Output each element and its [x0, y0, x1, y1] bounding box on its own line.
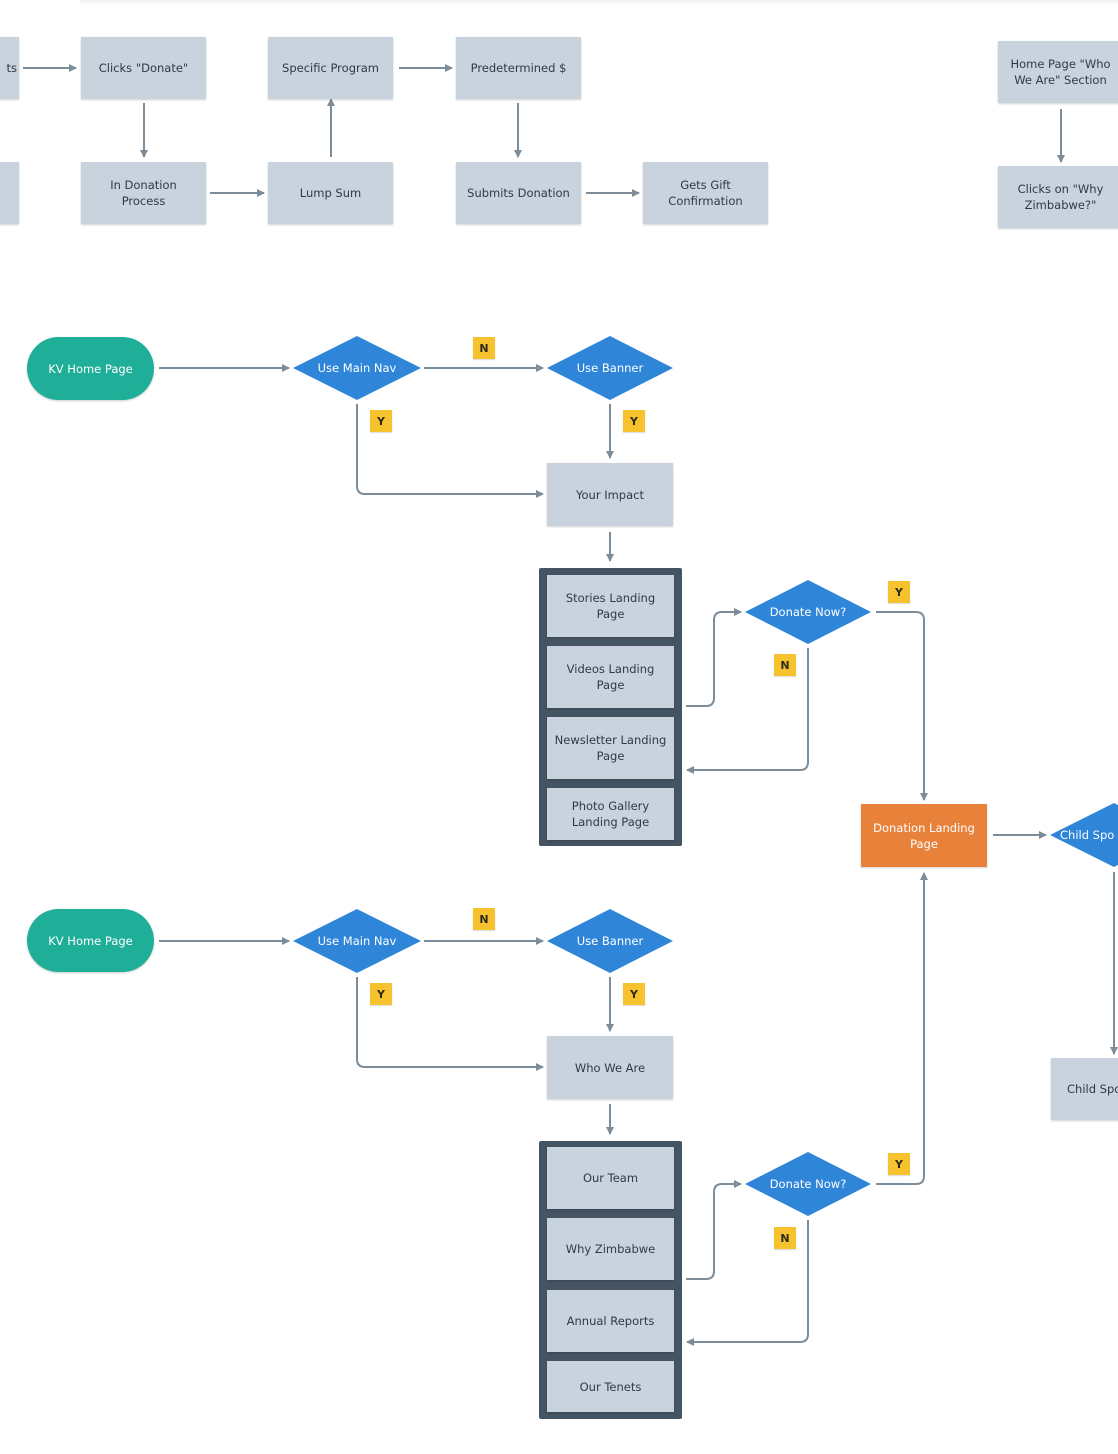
- box-in-donation-process: In Donation Process: [81, 162, 206, 224]
- tag-donate2-yes: Y: [888, 1153, 910, 1175]
- decision-donate-now-1-label: Donate Now?: [769, 605, 847, 619]
- tag-banner2-yes: Y: [623, 983, 645, 1005]
- box-clicks-why-zimbabwe-label: Clicks on "Why Zimbabwe?": [1017, 182, 1104, 212]
- box-child-sponsor: Child Spo: [1051, 1058, 1118, 1120]
- tag-nav1-yes: Y: [370, 410, 392, 432]
- box-predetermined-label: Predetermined $: [470, 61, 567, 75]
- box-your-impact-label: Your Impact: [576, 487, 644, 502]
- decision-banner-2: [547, 909, 673, 973]
- decision-banner-2-label: Use Banner: [576, 934, 644, 948]
- box-lump-sum: Lump Sum: [268, 162, 393, 224]
- top-strip: [80, 0, 1118, 6]
- box-predetermined: Predetermined $: [456, 37, 581, 99]
- box-submits-donation: Submits Donation: [456, 162, 581, 224]
- box-newsletter-landing-page: Newsletter Landing Page: [547, 717, 674, 779]
- decision-banner-1-label: Use Banner: [576, 361, 644, 375]
- terminal-kv-home-page-2-label: KV Home Page: [48, 933, 133, 948]
- box-donation-landing-page: Donation Landing Page: [861, 804, 987, 867]
- box-our-team-label: Our Team: [582, 1171, 639, 1185]
- decision-main-nav-2-label: Use Main Nav: [317, 934, 397, 948]
- box-photo-gallery-landing-page-label: Photo Gallery Landing Page: [571, 799, 650, 829]
- arrow-main-nav1-to-impact: [356, 404, 544, 498]
- terminal-kv-home-page-1: KV Home Page: [27, 337, 154, 400]
- box-home-who-we-are: Home Page "Who We Are" Section: [998, 41, 1118, 103]
- decision-main-nav-2: [293, 909, 421, 973]
- tag-banner1-yes: Y: [623, 410, 645, 432]
- arrow-donate1-yes-to-landing: [876, 611, 928, 801]
- decision-banner-1: [547, 336, 673, 400]
- box-videos-landing-page: Videos Landing Page: [547, 646, 674, 708]
- partial-box-top-left: ts: [0, 37, 19, 99]
- box-gets-gift-confirmation-label: Gets Gift Confirmation: [668, 178, 743, 208]
- box-submits-donation-label: Submits Donation: [467, 186, 570, 200]
- decision-donate-now-1: [745, 580, 871, 644]
- box-donation-landing-page-label: Donation Landing Page: [873, 820, 975, 851]
- box-videos-landing-page-label: Videos Landing Page: [566, 662, 655, 692]
- terminal-kv-home-page-1-label: KV Home Page: [48, 361, 133, 376]
- box-your-impact: Your Impact: [547, 463, 673, 526]
- tag-donate1-yes: Y: [888, 581, 910, 603]
- box-our-tenets: Our Tenets: [547, 1361, 674, 1412]
- box-gets-gift-confirmation: Gets Gift Confirmation: [643, 162, 768, 224]
- tag-nav1-no: N: [473, 337, 495, 359]
- box-specific-program-label: Specific Program: [282, 61, 379, 75]
- decision-child-sponsor: [1050, 803, 1118, 867]
- arrow-donate2-no-back: [686, 1220, 809, 1346]
- decision-donate-now-2: [745, 1152, 871, 1216]
- box-stories-landing-page: Stories Landing Page: [547, 575, 674, 637]
- tag-donate1-no: N: [774, 654, 796, 676]
- box-our-team: Our Team: [547, 1147, 674, 1209]
- box-home-who-we-are-label: Home Page "Who We Are" Section: [1010, 57, 1111, 87]
- box-why-zimbabwe-label: Why Zimbabwe: [565, 1242, 656, 1256]
- box-annual-reports: Annual Reports: [547, 1290, 674, 1352]
- partial-box-top-left-label: ts: [6, 61, 17, 75]
- box-who-we-are: Who We Are: [547, 1036, 673, 1099]
- box-lump-sum-label: Lump Sum: [299, 186, 362, 200]
- decision-donate-now-2-label: Donate Now?: [769, 1177, 847, 1191]
- box-who-we-are-label: Who We Are: [574, 1060, 646, 1075]
- box-newsletter-landing-page-label: Newsletter Landing Page: [554, 733, 667, 763]
- arrow-group1-to-donate: [686, 608, 742, 707]
- arrow-main-nav2-to-who: [356, 977, 544, 1071]
- box-clicks-why-zimbabwe: Clicks on "Why Zimbabwe?": [998, 166, 1118, 228]
- tag-donate2-no: N: [774, 1227, 796, 1249]
- box-photo-gallery-landing-page: Photo Gallery Landing Page: [547, 788, 674, 840]
- decision-main-nav-1: [293, 336, 421, 400]
- box-child-sponsor-label: Child Spo: [1067, 1082, 1118, 1096]
- terminal-kv-home-page-2: KV Home Page: [27, 909, 154, 972]
- tag-nav2-no: N: [473, 908, 495, 930]
- box-our-tenets-label: Our Tenets: [579, 1379, 642, 1394]
- box-in-donation-process-label: In Donation Process: [110, 178, 177, 208]
- decision-main-nav-1-label: Use Main Nav: [317, 361, 397, 375]
- partial-box-bottom-left: [0, 162, 19, 224]
- decision-child-sponsor-label: Child Spo: [1060, 828, 1115, 842]
- box-specific-program: Specific Program: [268, 37, 393, 99]
- arrow-donate1-no-back: [686, 648, 809, 774]
- tag-nav2-yes: Y: [370, 983, 392, 1005]
- box-why-zimbabwe: Why Zimbabwe: [547, 1218, 674, 1280]
- box-clicks-donate: Clicks "Donate": [81, 37, 206, 99]
- box-stories-landing-page-label: Stories Landing Page: [565, 591, 656, 621]
- box-clicks-donate-label: Clicks "Donate": [98, 61, 189, 75]
- arrow-donate2-yes-to-landing: [876, 872, 928, 1185]
- arrow-group2-to-donate: [686, 1180, 742, 1280]
- box-annual-reports-label: Annual Reports: [566, 1314, 655, 1328]
